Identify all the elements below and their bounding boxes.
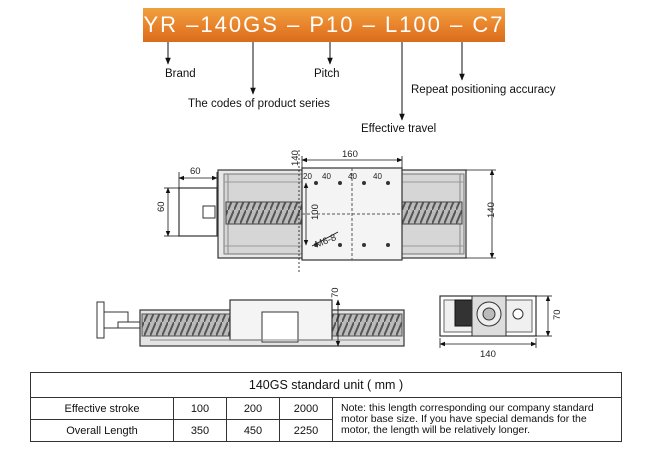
table-title: 140GS standard unit ( mm ) <box>30 372 622 398</box>
dim-20: 20 <box>303 172 312 181</box>
side-view: 70 <box>96 287 405 347</box>
cell-value: 350 <box>173 419 227 442</box>
end-dim-140: 140 <box>480 349 496 360</box>
cell-value: 2000 <box>279 397 333 420</box>
dim-100: 100 <box>310 204 321 220</box>
dim-40-c: 40 <box>373 172 382 181</box>
callout-accuracy: Repeat positioning accuracy <box>411 84 556 96</box>
table-row: Effective stroke 100 200 2000 Note: this… <box>30 397 622 442</box>
callout-arrows <box>165 42 465 121</box>
table-note: Note: this length corresponding our comp… <box>332 397 622 442</box>
callout-travel: Effective travel <box>361 123 437 133</box>
dim-140-right: 140 <box>486 202 497 218</box>
callout-pitch: Pitch <box>314 68 340 80</box>
row-label: Effective stroke <box>30 397 174 420</box>
dim-60-horizontal: 60 <box>190 166 201 177</box>
cell-value: 200 <box>226 397 280 420</box>
cell-value: 100 <box>173 397 227 420</box>
row-label: Overall Length <box>30 419 174 442</box>
standard-unit-table: 140GS standard unit ( mm ) Effective str… <box>30 372 622 442</box>
end-view: 140 70 <box>439 295 563 360</box>
callout-brand: Brand <box>165 68 196 80</box>
product-code-banner: YR –140GS – P10 – L100 – C7 <box>143 8 505 42</box>
dim-140-top: 140 <box>290 150 301 166</box>
dim-40-b: 40 <box>348 172 357 181</box>
top-view: 60 60 140 160 20 40 40 40 100 140 M6-8 <box>156 149 497 272</box>
table-row: Overall Length 350 450 2250 <box>30 419 622 442</box>
dim-160: 160 <box>342 149 358 160</box>
dim-60-vertical: 60 <box>156 201 167 212</box>
callout-series: The codes of product series <box>188 98 330 110</box>
dim-40-a: 40 <box>322 172 331 181</box>
cell-value: 450 <box>226 419 280 442</box>
cell-value: 2250 <box>279 419 333 442</box>
end-dim-70: 70 <box>552 309 563 320</box>
side-dim-70: 70 <box>330 287 341 298</box>
technical-drawing: 60 60 140 160 20 40 40 40 100 140 M6-8 7… <box>96 42 563 360</box>
